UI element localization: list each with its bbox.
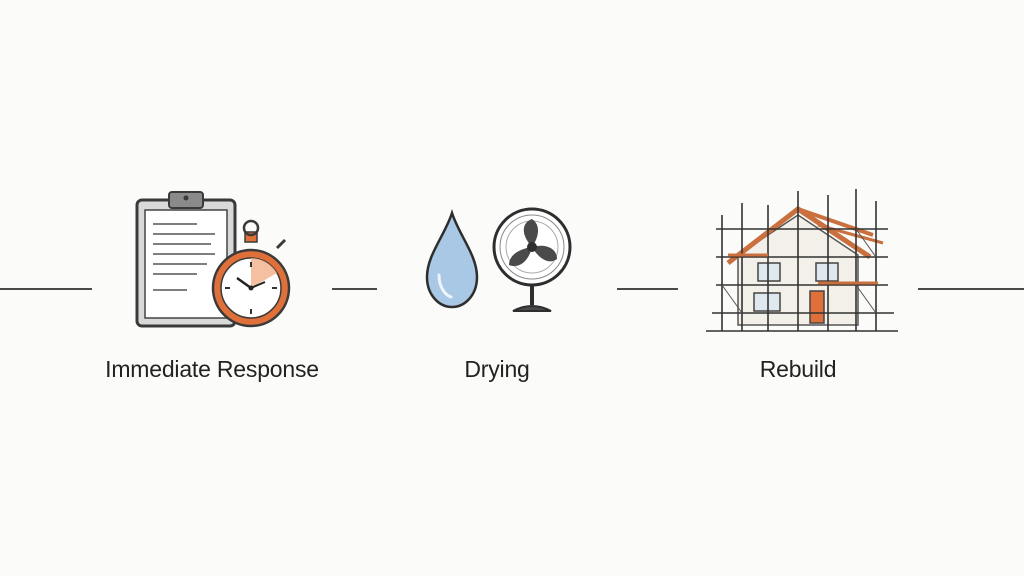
stage-1-illustration (92, 180, 332, 340)
water-drop-icon (425, 208, 479, 309)
drop-fan-group (425, 207, 572, 312)
stage-rebuild: Rebuild (678, 180, 918, 400)
stage-2-illustration (377, 180, 617, 340)
stopwatch-icon (211, 219, 291, 328)
fan-icon (492, 207, 572, 312)
stage-label: Drying (464, 356, 530, 382)
stage-immediate-response: Immediate Response (92, 180, 332, 400)
clipboard-stopwatch-group (135, 191, 291, 328)
stage-3-illustration (678, 180, 918, 340)
stage-label: Immediate Response (105, 356, 319, 382)
stage-label: Rebuild (759, 356, 837, 382)
clipboard-icon (135, 191, 237, 328)
house-scaffolding-icon (706, 189, 898, 332)
stage-drying: Drying (377, 180, 617, 400)
